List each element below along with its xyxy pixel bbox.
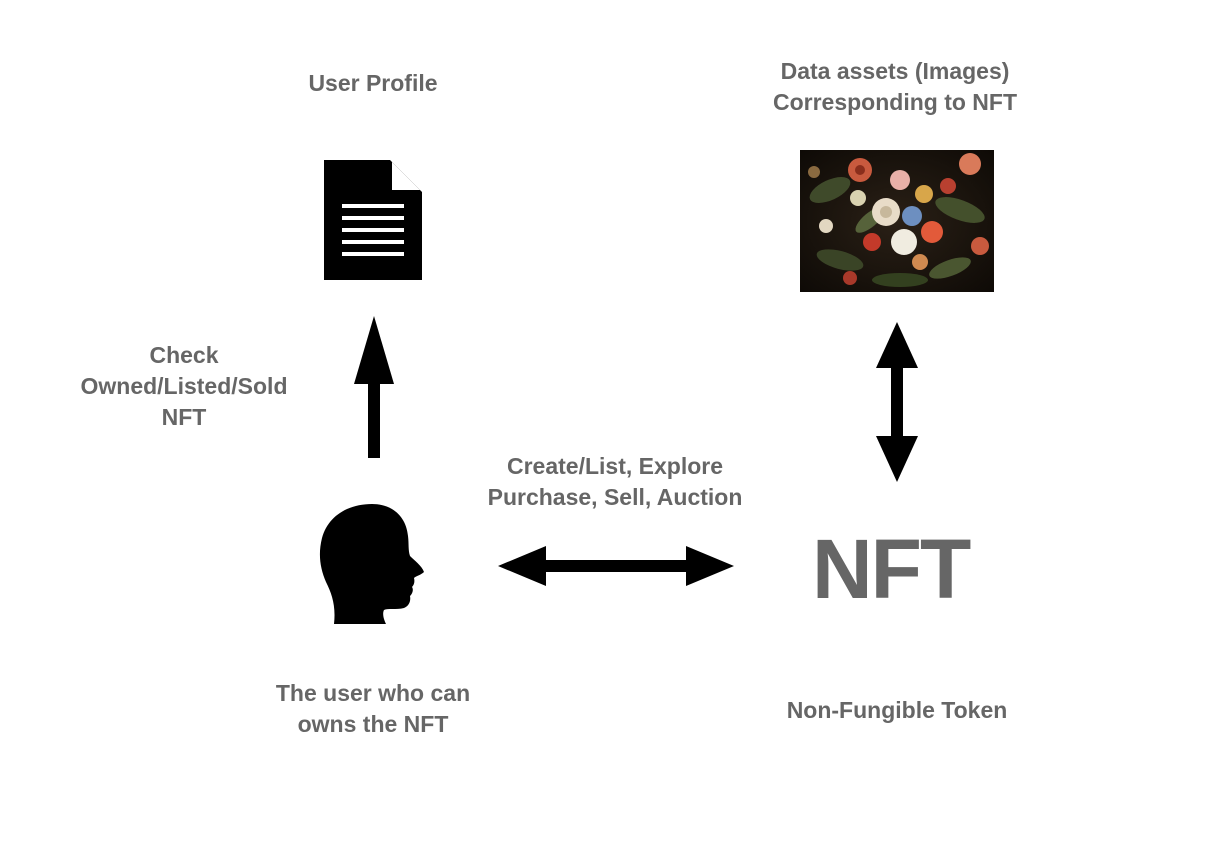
check-label-line: Check [149,342,219,368]
user-to-profile-arrow [354,316,394,458]
user-nft-double-arrow [498,546,734,586]
document-icon [324,160,422,280]
user-caption: The user who can owns the NFT [238,678,508,740]
actions-label-line: Purchase, Sell, Auction [487,484,743,510]
flower-painting-image [800,150,994,292]
data-assets-line: Data assets (Images) [780,58,1010,84]
head-silhouette-icon [319,504,424,624]
user-caption-line: owns the NFT [297,711,449,737]
nft-caption: Non-Fungible Token [786,697,1008,723]
actions-label: Create/List, Explore Purchase, Sell, Auc… [450,451,780,513]
user-profile-title: User Profile [308,70,438,96]
check-label-line: NFT [161,404,207,430]
actions-label-line: Create/List, Explore [506,453,724,479]
data-assets-title: Data assets (Images) Corresponding to NF… [720,56,1070,118]
user-caption-line: The user who can [275,680,471,706]
data-assets-line: Corresponding to NFT [772,89,1018,115]
nft-title: NFT [812,522,971,616]
check-nft-label: Check Owned/Listed/Sold NFT [54,340,314,433]
check-label-line: Owned/Listed/Sold [80,373,288,399]
assets-nft-double-arrow [876,322,918,482]
